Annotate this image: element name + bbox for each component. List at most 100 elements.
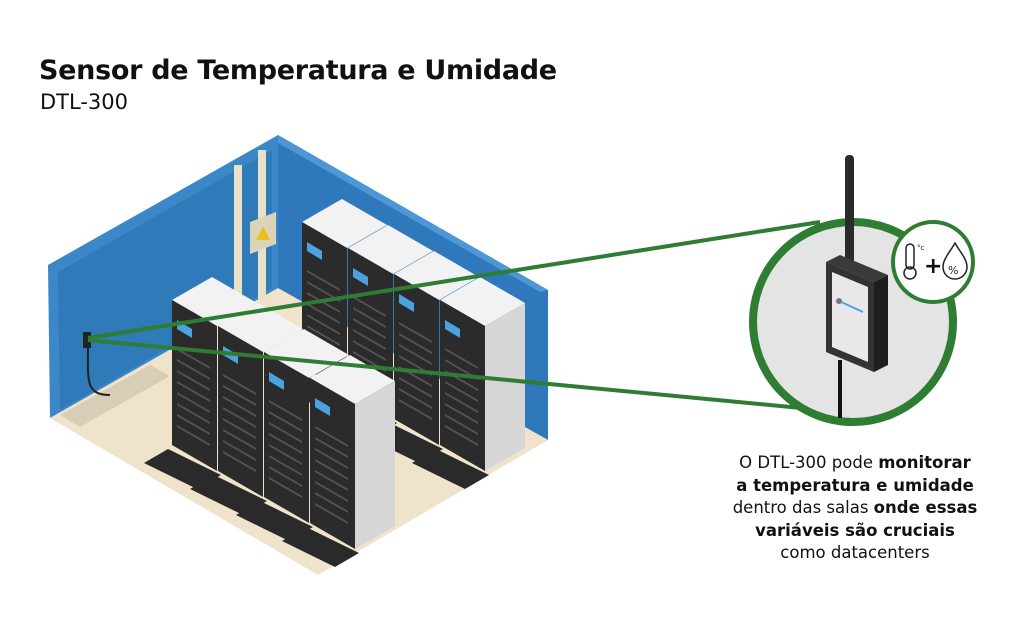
left-wall-inner	[58, 150, 272, 410]
rack-slot	[177, 359, 210, 380]
antenna	[845, 155, 854, 270]
rack-slot	[177, 392, 210, 413]
rack-screen	[353, 268, 368, 286]
desc-bold: onde essas	[873, 498, 978, 517]
rack-slot	[399, 377, 432, 398]
sensor-device	[826, 255, 888, 372]
rack-slot	[177, 348, 210, 369]
rack-slot	[177, 381, 210, 402]
rack-slot	[269, 466, 302, 487]
rack-top	[348, 225, 433, 274]
rack-slot	[445, 403, 478, 424]
rack-top	[394, 251, 479, 300]
rack-slot	[315, 426, 348, 447]
server-rack	[264, 352, 309, 523]
temp-unit: °c	[917, 244, 925, 252]
rack-slot	[353, 307, 386, 328]
rack-slot	[223, 374, 256, 395]
rack-slot	[177, 414, 210, 435]
rack-slot	[353, 318, 386, 339]
rack-slot	[223, 385, 256, 406]
rack-slot	[307, 314, 340, 335]
desc-text: O DTL-300 pode	[739, 453, 879, 472]
rack-slot	[307, 270, 340, 291]
rack-slot	[399, 322, 432, 343]
desc-bold: variáveis são cruciais	[755, 520, 955, 540]
rack-slot	[353, 329, 386, 350]
rack-side	[355, 381, 395, 549]
rack-screen	[307, 242, 322, 260]
thermometer-icon	[903, 243, 917, 280]
server-rack	[172, 300, 217, 471]
server-rack	[310, 378, 355, 549]
rack-side	[485, 303, 525, 471]
rack-slot	[269, 433, 302, 454]
rack-slot	[399, 388, 432, 409]
rack-slot	[269, 400, 302, 421]
rack-slot	[353, 296, 386, 317]
rack-top	[440, 277, 525, 326]
rack-slot	[445, 348, 478, 369]
rack-slot	[307, 325, 340, 346]
rack-slot	[269, 455, 302, 476]
rack-slot	[177, 425, 210, 446]
floor-grate	[412, 449, 489, 489]
rack-slot	[399, 344, 432, 365]
rack-slot	[315, 481, 348, 502]
sensor-cable	[86, 344, 111, 396]
rack-slot	[223, 396, 256, 417]
rack-top	[264, 329, 349, 378]
rack-screen	[269, 372, 284, 390]
rack-slot	[445, 381, 478, 402]
rack-slot	[307, 281, 340, 302]
rack-slot	[177, 403, 210, 424]
rack-slot	[445, 392, 478, 413]
humidity-symbol: %	[948, 264, 958, 277]
server-rack	[440, 300, 485, 471]
rack-slot	[315, 437, 348, 458]
rack-slot	[269, 477, 302, 498]
rack-top	[302, 199, 387, 248]
zoom-line	[87, 220, 821, 340]
rack-slot	[223, 440, 256, 461]
zoom-line	[87, 338, 823, 412]
plus-sign: +	[924, 254, 942, 279]
rack-slot	[399, 399, 432, 420]
rack-screen	[445, 320, 460, 338]
server-rack	[394, 274, 439, 445]
desc-text: como datacenters	[780, 543, 930, 562]
description: O DTL-300 pode monitorar a temperatura e…	[700, 452, 1010, 565]
rack-top	[310, 355, 395, 404]
sensor-small	[83, 332, 91, 348]
rack-slot	[223, 407, 256, 428]
floor-grate	[236, 501, 313, 541]
page-subtitle: DTL-300	[40, 90, 128, 114]
floor-grate	[282, 527, 359, 567]
rack-slot	[353, 340, 386, 361]
rack-slot	[315, 459, 348, 480]
rack-slot	[315, 448, 348, 469]
floor-grate	[144, 449, 221, 489]
desc-text: dentro das salas	[732, 498, 874, 517]
rack-slot	[399, 333, 432, 354]
floor-grate	[190, 475, 267, 515]
warning-icon	[256, 226, 270, 240]
server-rack	[218, 326, 263, 497]
rack-slot	[269, 411, 302, 432]
rack-slot	[269, 444, 302, 465]
rack-slot	[445, 414, 478, 435]
sensor-capability-badge	[891, 220, 975, 304]
rack-slot	[315, 503, 348, 524]
rack-slot	[223, 451, 256, 472]
rack-slot	[445, 425, 478, 446]
rack-slot	[269, 422, 302, 443]
rack-screen	[315, 398, 330, 416]
right-wall-top	[278, 135, 548, 292]
rack-screen	[399, 294, 414, 312]
desc-bold: a temperatura e umidade	[736, 475, 974, 495]
rack-slot	[223, 429, 256, 450]
rack-slot	[307, 303, 340, 324]
rack-slot	[315, 470, 348, 491]
rack-slot	[315, 492, 348, 513]
